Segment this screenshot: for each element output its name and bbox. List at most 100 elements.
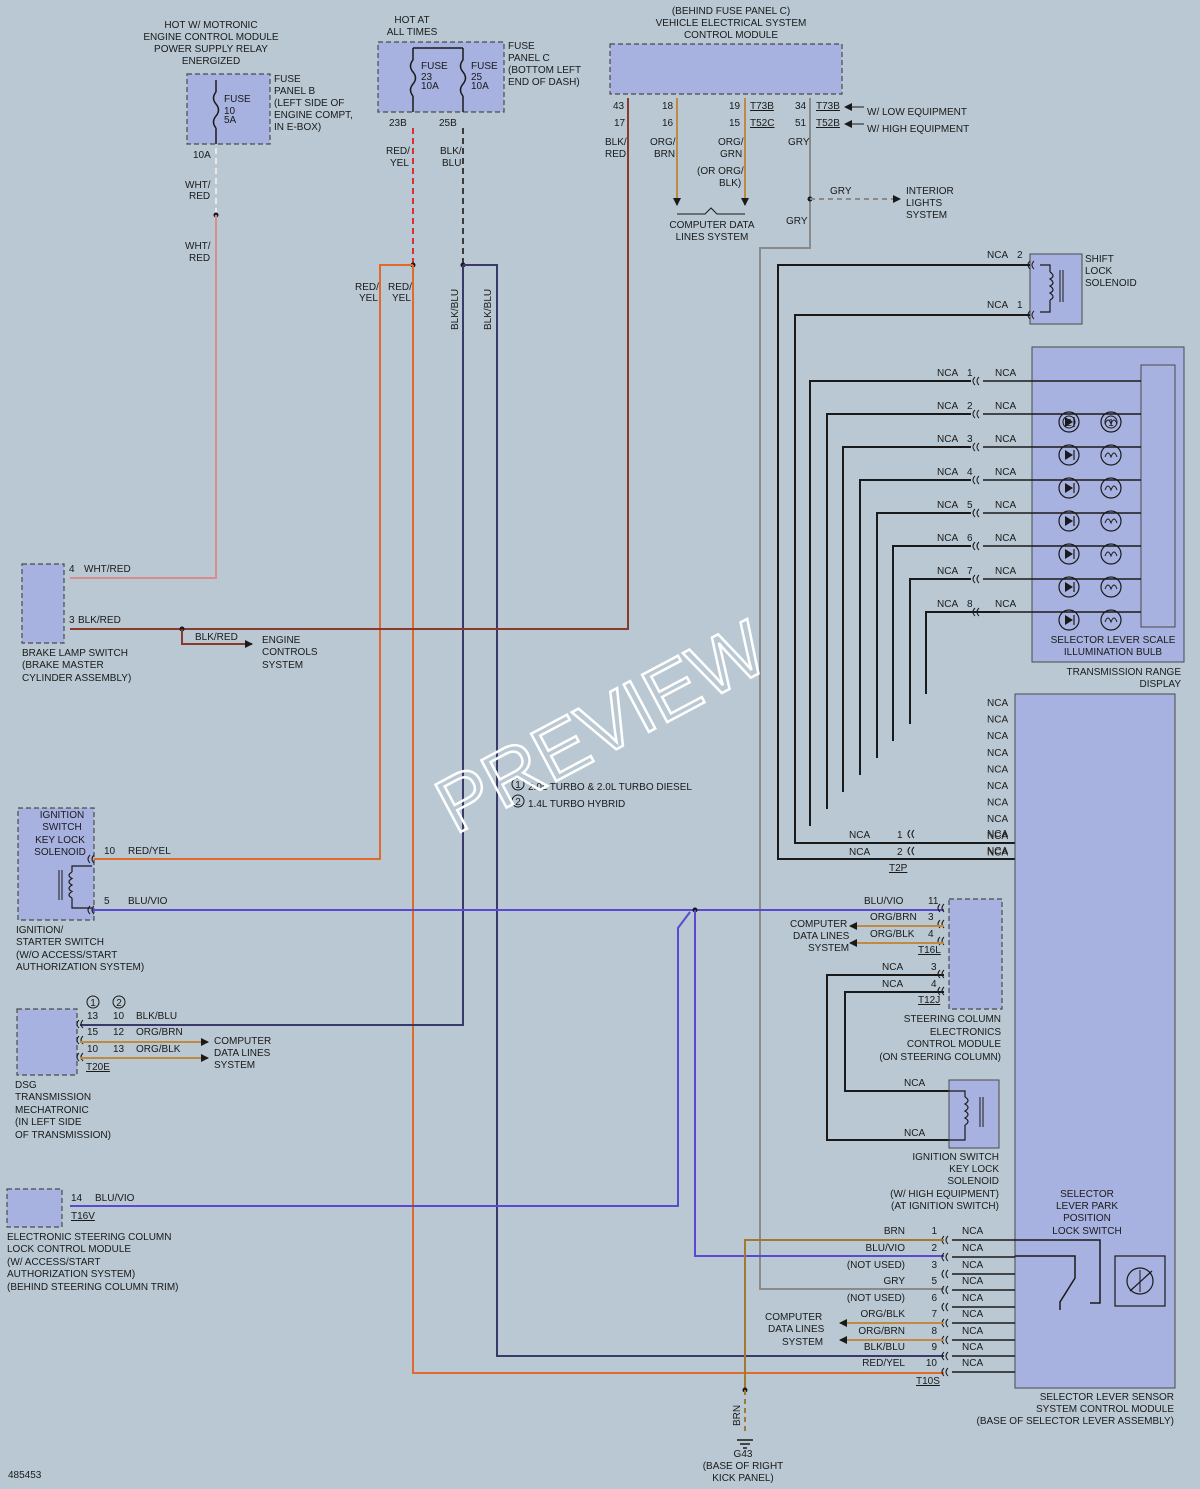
svg-text:G43: G43: [734, 1449, 753, 1460]
svg-text:1.4L TURBO HYBRID: 1.4L TURBO HYBRID: [528, 799, 625, 810]
label: 3: [931, 1260, 937, 1271]
header-behind-fuse-panel: (BEHIND FUSE PANEL C) VEHICLE ELECTRICAL…: [656, 6, 807, 41]
label: NCA: [987, 831, 1008, 842]
svg-text:DATA LINES: DATA LINES: [793, 931, 850, 942]
trd-wire: [842, 446, 971, 792]
label: 8: [967, 599, 973, 610]
svg-text:RED/YEL: RED/YEL: [128, 846, 171, 857]
svg-text:IN E-BOX): IN E-BOX): [274, 122, 321, 133]
svg-text:(ON STEERING COLUMN): (ON STEERING COLUMN): [879, 1052, 1001, 1063]
svg-text:(AT IGNITION SWITCH): (AT IGNITION SWITCH): [891, 1201, 999, 1212]
svg-text:(W/ ACCESS/START: (W/ ACCESS/START: [7, 1257, 101, 1268]
svg-text:OF TRANSMISSION): OF TRANSMISSION): [15, 1130, 111, 1141]
bulb-icon: [1100, 477, 1122, 499]
label: 7: [967, 566, 973, 577]
label: NCA: [987, 781, 1008, 792]
label: 4: [928, 929, 934, 940]
svg-text:W/ HIGH EQUIPMENT: W/ HIGH EQUIPMENT: [867, 124, 969, 135]
wire-blkblu: BLK/ BLU BLK/BLU BLK/BLU: [80, 128, 944, 1357]
svg-text:NCA: NCA: [904, 1078, 925, 1089]
svg-text:(BRAKE MASTER: (BRAKE MASTER: [22, 660, 104, 671]
label: BRN: [884, 1226, 905, 1237]
svg-text:W/ LOW EQUIPMENT: W/ LOW EQUIPMENT: [867, 107, 967, 118]
svg-text:FUSE: FUSE: [508, 41, 535, 52]
label: 6: [931, 1293, 937, 1304]
svg-text:(BEHIND STEERING COLUMN TRIM): (BEHIND STEERING COLUMN TRIM): [7, 1282, 179, 1293]
svg-text:MECHATRONIC: MECHATRONIC: [15, 1105, 89, 1116]
svg-text:51: 51: [795, 118, 807, 129]
label: NCA: [995, 368, 1016, 379]
label: 10: [87, 1044, 99, 1055]
label: NCA: [987, 798, 1008, 809]
wire-brn-ground: BRN G43 (BASE OF RIGHT KICK PANEL): [703, 1239, 944, 1484]
label: NCA: [937, 368, 958, 379]
svg-text:FUSE: FUSE: [421, 61, 448, 72]
svg-text:LEVER PARK: LEVER PARK: [1056, 1201, 1118, 1212]
bulb-icon: [1100, 411, 1122, 433]
label: NCA: [937, 434, 958, 445]
svg-text:SELECTOR LEVER SENSOR: SELECTOR LEVER SENSOR: [1040, 1392, 1174, 1403]
svg-text:RED: RED: [189, 191, 210, 202]
wire-gry: GRY GRY GRY INTERIOR LIGHTS SYSTEM: [759, 98, 954, 1290]
svg-text:DSG: DSG: [15, 1080, 37, 1091]
svg-text:14: 14: [71, 1193, 83, 1204]
svg-text:NCA: NCA: [987, 250, 1008, 261]
svg-text:SOLENOID: SOLENOID: [1085, 278, 1137, 289]
svg-text:16: 16: [662, 118, 674, 129]
svg-text:ORG/: ORG/: [650, 137, 676, 148]
vehicle-electrical-system-control-module: 43 17 18 16 19 15 34 51 T73B T52C T73B T…: [609, 43, 969, 135]
label: 7: [931, 1309, 937, 1320]
svg-text:VEHICLE ELECTRICAL SYSTEM: VEHICLE ELECTRICAL SYSTEM: [656, 18, 807, 29]
led-icon: [1058, 477, 1080, 499]
label: 1: [931, 1226, 937, 1237]
bulb-icon: [1100, 510, 1122, 532]
svg-text:15: 15: [729, 118, 741, 129]
svg-text:2: 2: [116, 998, 122, 1009]
svg-text:23B: 23B: [389, 118, 407, 129]
svg-text:LOCK SWITCH: LOCK SWITCH: [1052, 1226, 1121, 1237]
svg-text:T73B: T73B: [750, 101, 774, 112]
svg-text:ENGINE COMPT,: ENGINE COMPT,: [274, 110, 353, 121]
label: ORG/BRN: [136, 1027, 183, 1038]
svg-text:10A: 10A: [471, 81, 489, 92]
svg-text:43: 43: [613, 101, 625, 112]
svg-text:LINES SYSTEM: LINES SYSTEM: [676, 232, 749, 243]
svg-text:KICK PANEL): KICK PANEL): [712, 1473, 774, 1484]
svg-text:SELECTOR LEVER SCALE: SELECTOR LEVER SCALE: [1051, 635, 1176, 646]
svg-text:NCA: NCA: [882, 962, 903, 973]
svg-text:BLU: BLU: [442, 158, 461, 169]
label: NCA: [962, 1358, 983, 1369]
svg-text:(LEFT SIDE OF: (LEFT SIDE OF: [274, 98, 344, 109]
svg-text:2.0L TURBO & 2.0L TURBO DIESEL: 2.0L TURBO & 2.0L TURBO DIESEL: [528, 782, 692, 793]
label: BLU/VIO: [864, 896, 904, 907]
svg-text:WHT/: WHT/: [185, 180, 211, 191]
svg-text:2: 2: [897, 847, 903, 858]
label: ORG/BLK: [861, 1309, 906, 1320]
label: NCA: [937, 500, 958, 511]
svg-text:NCA: NCA: [904, 1128, 925, 1139]
svg-text:(W/ HIGH EQUIPMENT): (W/ HIGH EQUIPMENT): [890, 1189, 999, 1200]
trd-wire: [809, 380, 971, 826]
svg-text:AUTHORIZATION SYSTEM): AUTHORIZATION SYSTEM): [7, 1269, 135, 1280]
label: 10: [113, 1011, 125, 1022]
svg-text:25B: 25B: [439, 118, 457, 129]
wire-computer-top: ORG/ BRN ORG/ GRN (OR ORG/ BLK) COMPUTER…: [650, 98, 755, 243]
label: GRY: [884, 1276, 906, 1287]
ignition-key-lock-solenoid: NCA NCA IGNITION SWITCH KEY LOCK SOLENOI…: [890, 1078, 1000, 1212]
svg-text:SYSTEM: SYSTEM: [214, 1060, 255, 1071]
svg-text:IGNITION SWITCH: IGNITION SWITCH: [912, 1152, 999, 1163]
label: 5: [967, 500, 973, 511]
label: NCA: [987, 846, 1008, 857]
label: 3: [928, 912, 934, 923]
svg-text:CYLINDER ASSEMBLY): CYLINDER ASSEMBLY): [22, 673, 131, 684]
svg-text:YEL: YEL: [359, 293, 378, 304]
label: RED/YEL: [862, 1358, 905, 1369]
svg-text:(BASE OF RIGHT: (BASE OF RIGHT: [703, 1461, 784, 1472]
svg-text:IGNITION: IGNITION: [40, 810, 84, 821]
label: NCA: [962, 1293, 983, 1304]
svg-text:SYSTEM: SYSTEM: [808, 943, 849, 954]
svg-text:SELECTOR: SELECTOR: [1060, 1189, 1114, 1200]
svg-text:DISPLAY: DISPLAY: [1140, 679, 1182, 690]
trd-wire: [909, 578, 971, 724]
